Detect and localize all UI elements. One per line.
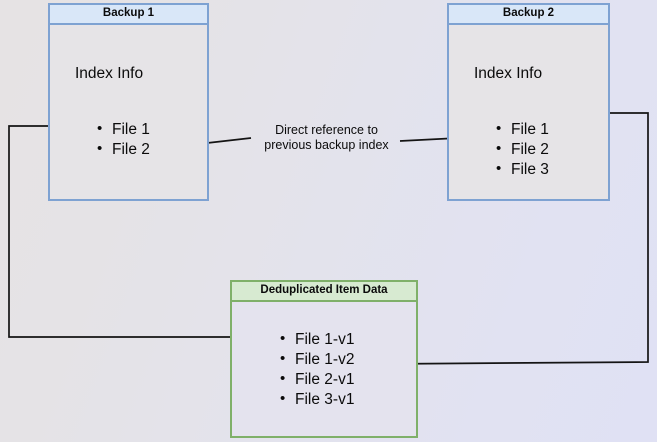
backup-2-file-list: File 1 File 2 File 3	[496, 119, 549, 180]
backup-1-index-info-heading: Index Info	[75, 65, 144, 82]
node-backup-2[interactable]: Backup 2 Index Info File 1 File 2 File 3	[447, 3, 610, 201]
node-backup-2-body: Index Info File 1 File 2 File 3	[449, 25, 608, 199]
list-item: File 1-v1	[280, 329, 354, 350]
list-item: File 2	[97, 139, 150, 160]
node-deduplicated-item-data[interactable]: Deduplicated Item Data File 1-v1 File 1-…	[230, 280, 418, 438]
node-backup-1-body: Index Info File 1 File 2	[50, 25, 207, 199]
list-item: File 1	[496, 119, 549, 140]
node-dedup-body: File 1-v1 File 1-v2 File 2-v1 File 3-v1	[232, 302, 416, 436]
node-dedup-title: Deduplicated Item Data	[232, 282, 416, 302]
node-backup-2-title: Backup 2	[449, 5, 608, 25]
list-item: File 3-v1	[280, 389, 354, 410]
backup-2-index-info-heading: Index Info	[474, 65, 543, 82]
annotation-direct-reference: Direct reference to previous backup inde…	[249, 123, 404, 153]
list-item: File 1-v2	[280, 349, 354, 370]
node-backup-1[interactable]: Backup 1 Index Info File 1 File 2	[48, 3, 209, 201]
list-item: File 2-v1	[280, 369, 354, 390]
list-item: File 3	[496, 159, 549, 180]
annotation-line-1: Direct reference to	[275, 123, 378, 137]
list-item: File 1	[97, 119, 150, 140]
list-item: File 2	[496, 139, 549, 160]
node-backup-1-title: Backup 1	[50, 5, 207, 25]
backup-1-file-list: File 1 File 2	[97, 119, 150, 160]
dedup-file-list: File 1-v1 File 1-v2 File 2-v1 File 3-v1	[280, 329, 354, 410]
annotation-line-2: previous backup index	[264, 138, 389, 152]
